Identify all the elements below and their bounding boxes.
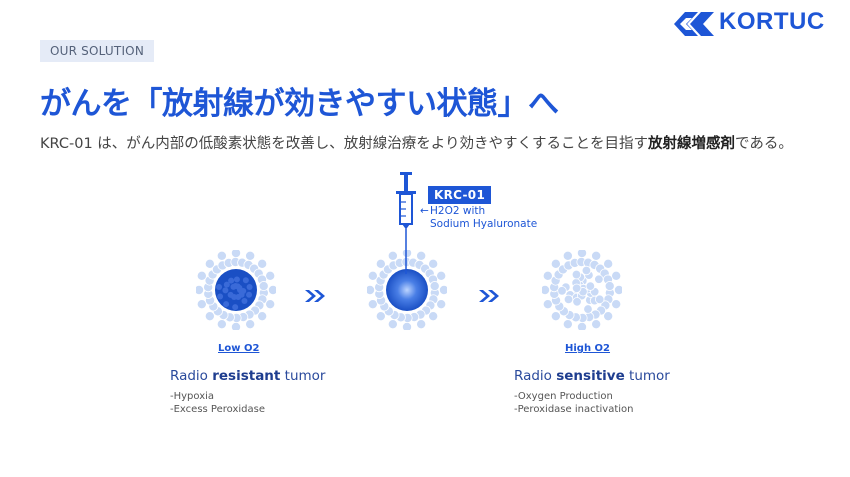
- page-title: がんを「放射線が効きやすい状態」へ: [40, 86, 559, 122]
- syringe-icon: [396, 172, 416, 274]
- subtitle-end: である。: [734, 136, 793, 152]
- caption-bold: resistant: [212, 368, 281, 384]
- caption-suffix: tumor: [624, 368, 670, 384]
- resistant-tumor-list: -Hypoxia -Excess Peroxidase: [170, 390, 265, 416]
- page-subtitle: KRC-01 は、がん内部の低酸素状態を改善し、放射線治療をより効きやすくするこ…: [40, 132, 793, 153]
- caption-suffix: tumor: [280, 368, 326, 384]
- resistant-tumor-caption: Radio resistant tumor: [170, 368, 325, 384]
- treated-tumor-icon: [367, 250, 447, 330]
- krc-01-label: KRC-01: [428, 186, 492, 204]
- list-item: -Excess Peroxidase: [170, 404, 265, 415]
- low-o2-label: Low O2: [218, 343, 260, 354]
- caption-prefix: Radio: [170, 368, 213, 384]
- subtitle-main: KRC-01 は、がん内部の低酸素状態を改善し、放射線治療をより効きやすくするこ…: [40, 136, 648, 152]
- description-line-2: Sodium Hyaluronate: [430, 218, 538, 230]
- brand-name: KORTUC: [719, 8, 825, 35]
- caption-bold: sensitive: [556, 368, 625, 384]
- list-item: -Hypoxia: [170, 391, 215, 402]
- caption-prefix: Radio: [514, 368, 557, 384]
- list-item: -Oxygen Production: [514, 391, 613, 402]
- subtitle-bold: 放射線増感剤: [647, 136, 735, 152]
- list-item: -Peroxidase inactivation: [514, 404, 634, 415]
- left-arrow-icon: ←: [420, 205, 429, 217]
- description-line-1: H2O2 with: [430, 205, 486, 217]
- chevron-right-icon: [479, 290, 499, 302]
- section-badge: OUR SOLUTION: [40, 40, 155, 62]
- krc-01-description: ←H2O2 with Sodium Hyaluronate: [420, 205, 537, 231]
- kortuc-logo-icon: [674, 12, 714, 36]
- sensitive-tumor-icon: [542, 250, 622, 330]
- resistant-tumor-icon: [196, 250, 276, 330]
- chevron-right-icon: [305, 290, 325, 302]
- sensitive-tumor-list: -Oxygen Production -Peroxidase inactivat…: [514, 390, 634, 416]
- sensitive-tumor-caption: Radio sensitive tumor: [514, 368, 670, 384]
- high-o2-label: High O2: [565, 343, 611, 354]
